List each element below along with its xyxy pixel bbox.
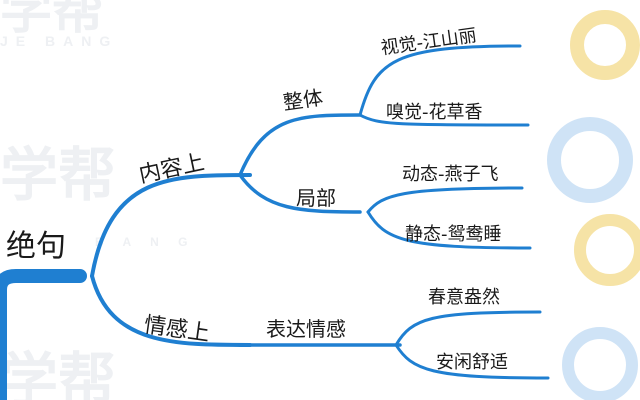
leaf-line-2 [358, 113, 530, 127]
branch-line-local [238, 173, 362, 214]
node-label-local: 局部 [296, 186, 336, 210]
watermark-latin-top: JE BANG [0, 33, 118, 49]
leaf-line-5 [394, 310, 542, 347]
branch-line-content [90, 173, 252, 278]
root-stem [0, 269, 87, 400]
branch-line-overall [238, 113, 362, 177]
leaf-label-1: 视觉-江山丽 [379, 25, 477, 59]
leaf-label-2: 嗅觉-花草香 [386, 102, 483, 123]
watermark-text-bottom: 学帮 [0, 346, 116, 400]
node-label-express: 表达情感 [266, 317, 346, 341]
leaf-label-3: 动态-燕子飞 [402, 164, 499, 185]
watermark-text-mid: 学帮 [0, 141, 116, 209]
branch-label-content: 内容上 [137, 150, 207, 188]
branch-label-emotion: 情感上 [142, 313, 211, 347]
leaf-line-1 [358, 44, 522, 117]
leaf-label-5: 春意盎然 [428, 287, 500, 308]
leaf-line-6 [394, 343, 550, 380]
root-label: 绝句 [6, 229, 66, 264]
ring-yellow-mid [574, 214, 640, 286]
labels: 绝句 内容上 情感上 整体 局部 表达情感 视觉-江山丽 嗅觉-花草香 动态-燕… [6, 25, 508, 373]
watermark-latin-mid: B A N G [95, 235, 195, 249]
watermark-text-top: 学帮 [0, 0, 104, 41]
branches [0, 44, 550, 400]
branch-line-emotion [90, 274, 252, 347]
ring-yellow-top [570, 10, 640, 80]
ring-blue-mid [547, 117, 633, 203]
leaf-line-4 [366, 210, 532, 250]
leaf-line-3 [366, 186, 524, 214]
watermark-rings [547, 10, 640, 400]
ring-blue-bottom [562, 327, 638, 400]
leaf-label-6: 安闲舒适 [436, 352, 508, 373]
node-label-overall: 整体 [282, 85, 325, 114]
leaf-label-4: 静态-鸳鸯睡 [405, 224, 502, 245]
